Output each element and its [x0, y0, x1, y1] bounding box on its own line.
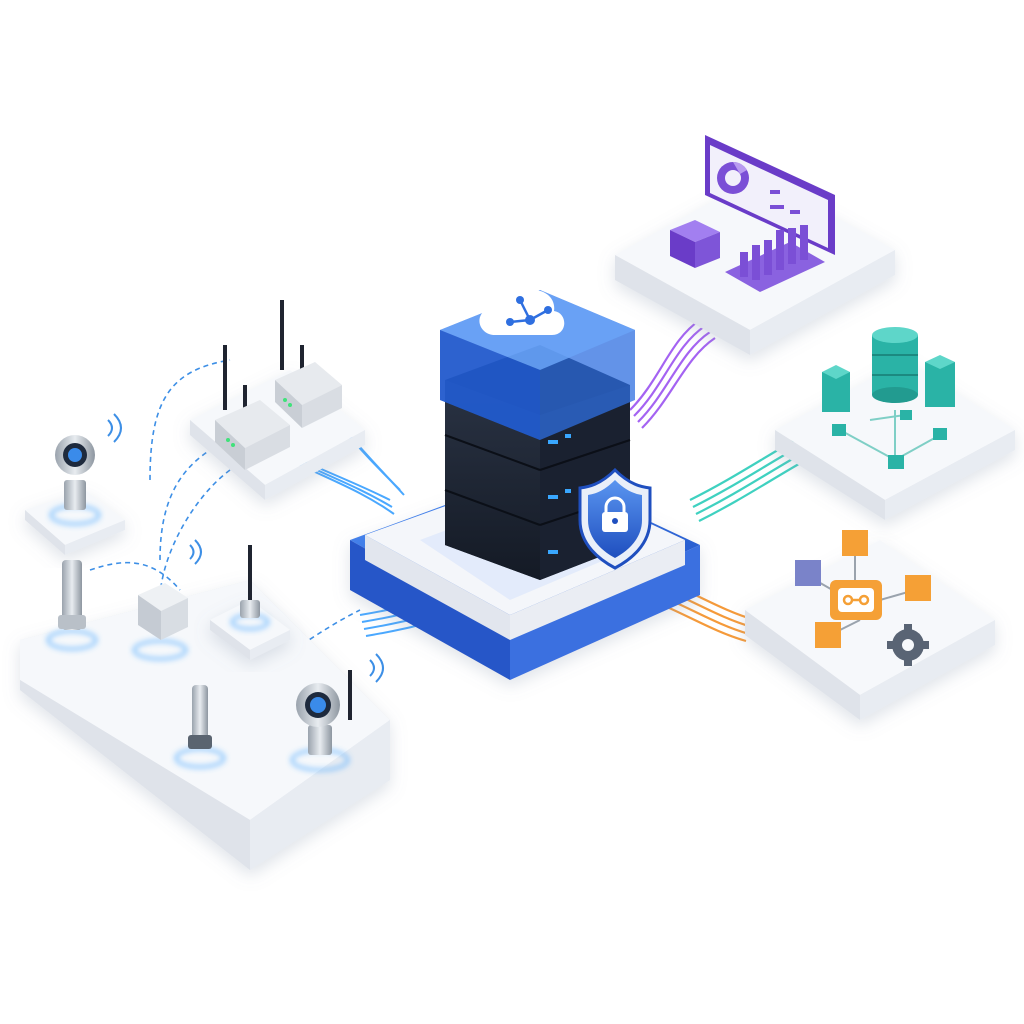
- database-icon: [872, 327, 918, 403]
- analytics-service: [615, 135, 895, 355]
- pressure-transmitter-icon: [51, 414, 121, 524]
- integration-service: [745, 530, 995, 720]
- cable-hub-analytics: [630, 320, 715, 428]
- storage-service: [775, 327, 1015, 520]
- gateway-right: [275, 300, 342, 428]
